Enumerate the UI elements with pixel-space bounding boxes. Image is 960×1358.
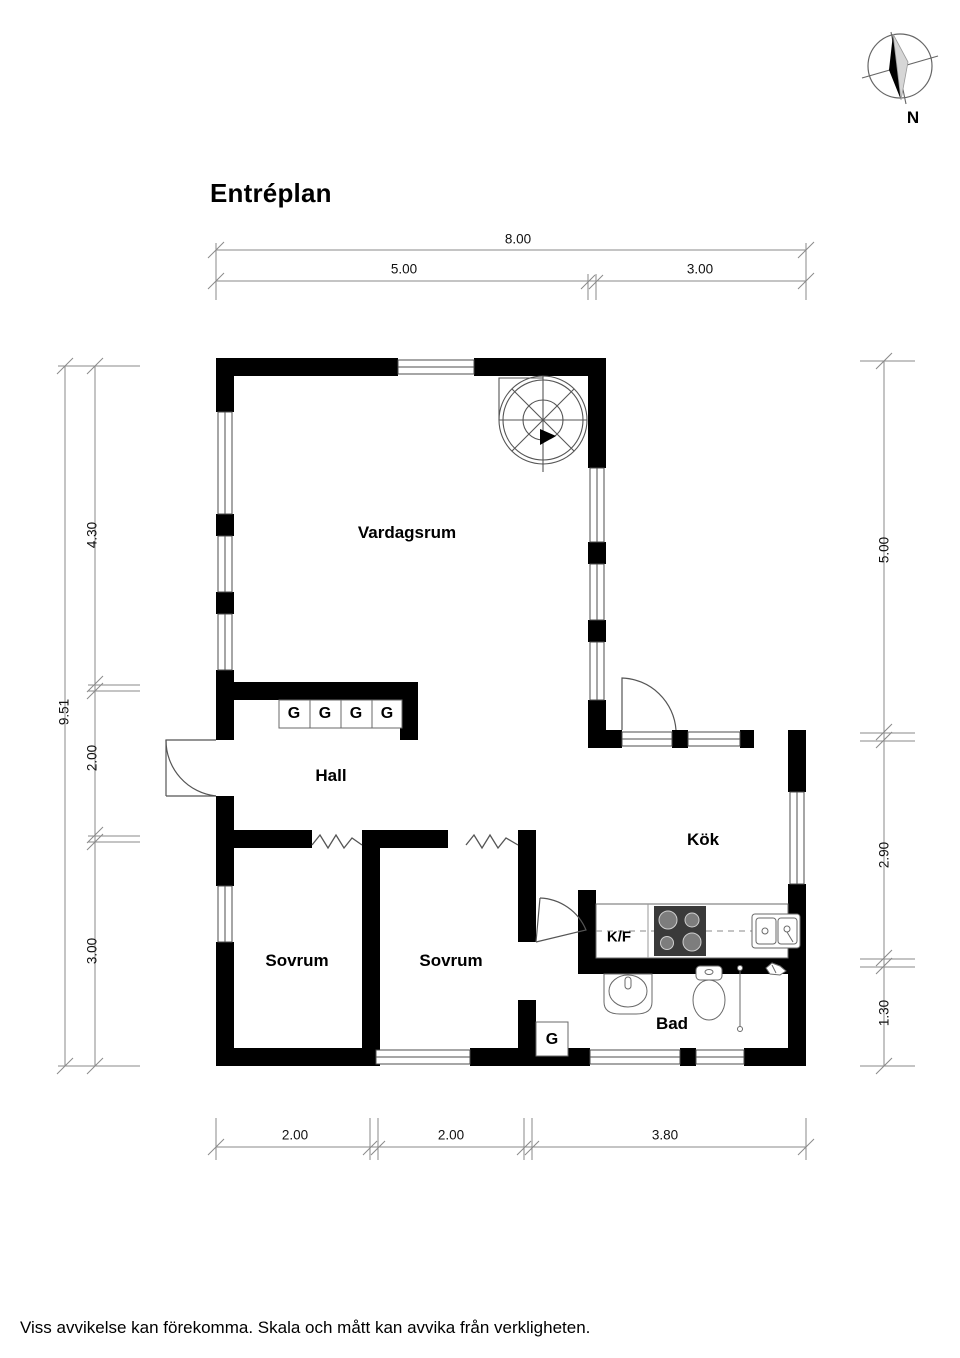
dimension-right-middle: 2.90 [876,841,892,869]
closet-boxes [278,699,569,1057]
room-label-hall: Hall [315,766,347,785]
compass-rose-icon [861,31,939,105]
shower-icon [737,965,743,1032]
dimension-top-right: 3.00 [686,261,714,277]
dimension-left-upper: 4.30 [84,521,100,549]
faucet-icon [765,962,787,976]
room-label-sovrum-1: Sovrum [265,951,329,970]
kitchen-counter [595,903,801,959]
stove-icon [654,906,706,956]
closet-label-g-4: G [380,705,394,722]
windows [217,359,805,1065]
sink-icon [751,913,801,949]
disclaimer-text: Viss avvikelse kan förekomma. Skala och … [20,1318,591,1337]
dimension-right-lower: 1.30 [876,999,892,1027]
dimension-right-upper: 5.00 [876,536,892,564]
dimension-bottom-3: 3.80 [651,1127,679,1143]
opening-marks [311,833,519,850]
door-swings [165,677,677,943]
spiral-staircase-icon [498,375,588,472]
room-label-vardagsrum: Vardagsrum [357,523,457,542]
closet-label-g-5: G [545,1031,559,1048]
compass-north-label: N [906,108,920,127]
dimension-bottom-1: 2.00 [281,1127,309,1143]
washbasin-icon [603,973,653,1015]
room-label-sovrum-2: Sovrum [419,951,483,970]
dimension-lines [56,241,915,1160]
room-label-kyl-frys: K/F [606,928,632,946]
room-label-kok: Kök [686,830,720,849]
dimension-left-total: 9.51 [56,698,72,726]
closet-label-g-2: G [318,705,332,722]
dimension-bottom-2: 2.00 [437,1127,465,1143]
dimension-top-left: 5.00 [390,261,418,277]
dimension-left-lower: 3.00 [84,937,100,965]
walls [216,358,806,1066]
page-title: Entréplan [210,178,332,208]
bathroom-fixtures [603,962,787,1032]
dimension-left-middle: 2.00 [84,744,100,772]
dimension-top-total: 8.00 [504,231,532,247]
closet-label-g-3: G [349,705,363,722]
room-label-bad: Bad [655,1014,689,1033]
closet-label-g-1: G [287,705,301,722]
toilet-icon [692,965,726,1021]
